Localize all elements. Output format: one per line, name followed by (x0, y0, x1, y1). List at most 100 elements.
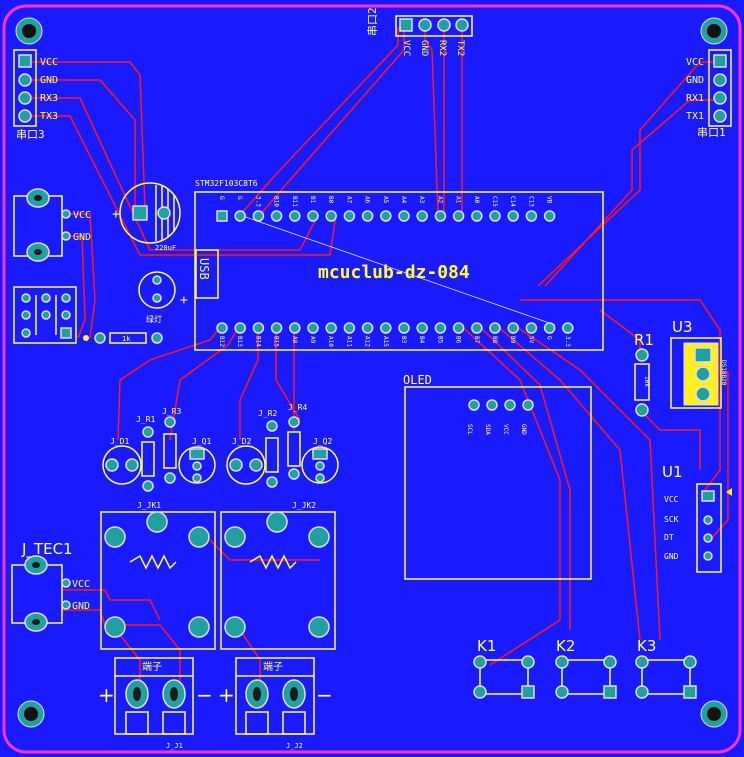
power-jack: VCC GND (13, 188, 91, 262)
mcu-bottom-pin-pad (252, 322, 265, 334)
uart1-label: 串口1 (697, 126, 726, 139)
module-u1: U1 VCC SCK DT GND (662, 463, 732, 573)
mcu-bottom-pin-label: B14 (254, 336, 261, 347)
uart2-pin-tx2: TX2 (455, 40, 465, 56)
mcu-bottom-pin-pad (216, 322, 228, 334)
terminal-j1-label: 端子 (142, 660, 162, 673)
mcu-bottom-pin-label: B5 (436, 336, 443, 344)
j-d2-label: J_D2 (232, 437, 251, 446)
mcu-bottom-pin-label: B9 (509, 336, 516, 344)
sensor-u3: U3 DS18B20 (670, 318, 727, 409)
u1-pin-gnd: GND (664, 552, 679, 561)
mcu-bottom-pin-label: B12 (218, 336, 225, 347)
mcu-top-pin-pad (543, 210, 556, 222)
mcu-bottom-pin-label: A15 (382, 336, 389, 347)
relay-jk1: J_JK1 (100, 501, 216, 650)
uart2-pin-vcc: VCC (401, 40, 411, 56)
j-r1-label: J_R1 (136, 415, 155, 424)
power-switch (13, 286, 77, 344)
mcu-bottom-pin-label: B7 (473, 336, 480, 344)
mcu-top-pin-pad (252, 210, 265, 222)
mcu-top-pin-label: A6 (364, 196, 371, 204)
mcu-top-pin-label: G (218, 196, 225, 200)
mcu-top-pin-label: B1 (309, 196, 316, 204)
mcu-bottom-pin-pad (434, 322, 447, 334)
mcu-bottom-pin-label: B3 (400, 336, 407, 344)
usb-label: USB (197, 258, 211, 280)
tec-vcc: VCC (72, 579, 90, 590)
resistor-r1: R1 10k (634, 331, 654, 417)
j-q2-label: J_Q2 (313, 437, 332, 446)
mcu-top-pin-pad (434, 210, 447, 222)
mcu-top-pin-pad (416, 210, 428, 222)
uart1-pin-tx1: TX1 (686, 111, 704, 122)
mcu-top-pin-label: A3 (418, 196, 425, 204)
mcu-bottom-pin-label: A8 (291, 336, 298, 344)
mcu-bottom-pin-pad (380, 322, 392, 334)
tec-label: J_TEC1 (21, 540, 73, 559)
u3-part: DS18B20 (720, 360, 727, 386)
mcu-top-pin-pad (507, 210, 519, 222)
power-vcc-label: VCC (73, 210, 91, 221)
key-k1[interactable]: K1 (473, 637, 535, 699)
k1-label: K1 (477, 637, 496, 655)
mcu-top-pin-pad (452, 210, 465, 222)
cap-plus: + (112, 207, 120, 222)
terminal-j2-ref: J_J2 (286, 742, 303, 750)
u3-label: U3 (672, 318, 693, 336)
terminal-j1: 端子 + − J_J1 (98, 657, 213, 750)
u1-label: U1 (662, 463, 683, 481)
u1-pin-vcc: VCC (664, 495, 679, 504)
oled-pin-gnd: GND (520, 424, 527, 435)
j-d1-label: J_D1 (110, 437, 129, 446)
terminal-j2-minus: − (316, 683, 333, 707)
k3-label: K3 (637, 637, 656, 655)
j-r3-label: J_R3 (162, 407, 181, 416)
mcu-bottom-pin-label: B6 (455, 336, 462, 344)
oled-pin-vcc: VCC (502, 424, 509, 435)
buzzer-plus: + (180, 293, 188, 308)
uart3-label: 串口3 (16, 128, 45, 141)
mcu-top-pin-pad (489, 210, 501, 222)
u1-pin-sck: SCK (664, 515, 679, 524)
key-k3[interactable]: K3 (635, 637, 697, 699)
mcu-bottom-pin-pad (270, 322, 283, 334)
oled-label: OLED (403, 373, 432, 387)
mcu-top-pin-pad (270, 210, 283, 222)
uart1-header: VCC GND RX1 TX1 串口1 (686, 49, 732, 139)
mcu-top-pin-label: A1 (455, 196, 462, 204)
mcu-bottom-pin-pad (507, 322, 519, 334)
mcu-bottom-pin-pad (452, 322, 465, 334)
mcu-bottom-pin-pad (398, 322, 410, 334)
mcu-top-pin-label: 3.3 (254, 196, 261, 207)
uart3-header: VCC GND RX3 TX3 串口3 (13, 49, 58, 141)
r1-value: 10k (643, 376, 650, 387)
mcu-top-pin-pad (216, 210, 228, 222)
j-r4-label: J_R4 (288, 403, 307, 412)
mcu-top-pin-label: VB (546, 196, 553, 204)
mcu-bottom-pin-pad (562, 322, 574, 334)
uart1-pin-gnd: GND (686, 75, 704, 86)
tec-gnd: GND (72, 601, 90, 612)
j-q1-label: J_Q1 (192, 437, 211, 446)
mcu-top-pin-pad (361, 210, 374, 222)
mcu-bottom-pin-label: A10 (327, 336, 334, 347)
mcu-top-pin-pad (343, 210, 356, 222)
mcu-bottom-pin-pad (525, 322, 538, 334)
uart3-pin-gnd: GND (40, 75, 58, 86)
mcu-top-pin-label: C14 (509, 196, 516, 207)
mcu-bottom-pin-pad (471, 322, 483, 334)
uart3-pin-rx3: RX3 (40, 93, 58, 104)
capacitor-220uf: + 220uF (112, 182, 181, 252)
mcu-bottom-pin-pad (489, 322, 501, 334)
mcu-top-pin-label: B10 (273, 196, 280, 207)
mcu-top-pin-pad (380, 210, 392, 222)
terminal-j1-plus: + (98, 683, 115, 707)
uart2-pin-gnd: GND (419, 40, 429, 56)
relay-driver-right: J_R2 J_R4 J_D2 J_Q2 (226, 403, 339, 488)
mcu-top-pin-label: G (236, 196, 243, 200)
mounting-holes (15, 17, 728, 728)
uart3-pin-tx3: TX3 (40, 111, 58, 122)
key-k2[interactable]: K2 (555, 637, 617, 699)
